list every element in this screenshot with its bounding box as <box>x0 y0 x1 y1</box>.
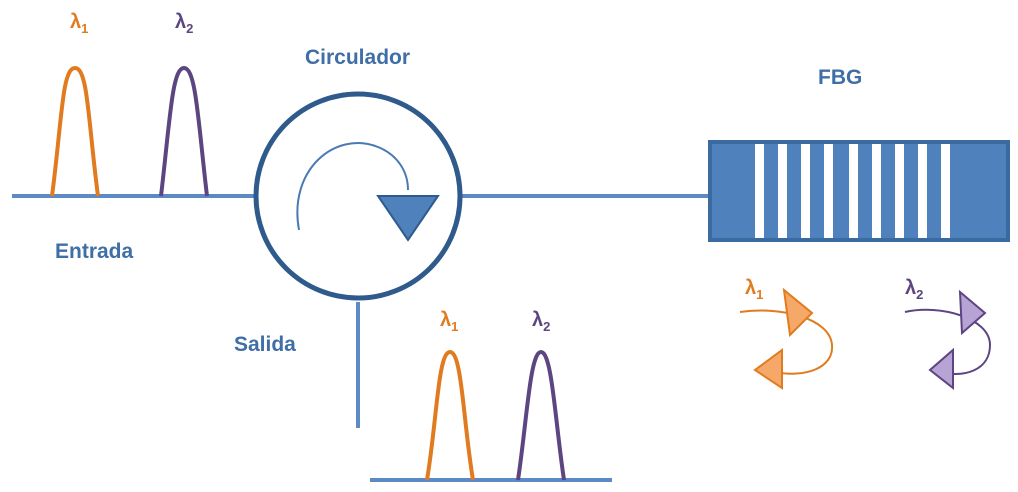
lambda2-output-label: λ2 <box>532 309 550 334</box>
back-triangle-icon <box>928 347 954 391</box>
reflection-lambda2 <box>904 289 992 391</box>
grating-line <box>872 144 881 238</box>
lambda-symbol: λ <box>532 309 543 331</box>
output-label: Salida <box>234 333 296 356</box>
circulator-body <box>253 91 463 301</box>
lambda2-input-label: λ2 <box>175 11 193 36</box>
lambda-subscript: 1 <box>756 287 763 302</box>
fiber-lines <box>12 194 712 482</box>
lambda1-input-label: λ1 <box>70 11 88 36</box>
lambda-subscript: 1 <box>81 21 88 36</box>
input-pulses <box>50 65 209 197</box>
circulator <box>253 91 463 301</box>
output-pulses <box>425 349 566 481</box>
input-pulse-lambda2 <box>159 65 209 197</box>
fbg-gratings <box>755 144 950 238</box>
circulator-label: Circulador <box>305 46 410 69</box>
reflection-arrow-icon <box>739 309 834 375</box>
triangle-arrow-icon <box>376 195 440 242</box>
fbg-label: FBG <box>818 66 862 89</box>
back-triangle-icon <box>753 348 783 390</box>
grating-line <box>824 144 833 238</box>
grating-line <box>895 144 904 238</box>
input-pulse-lambda1 <box>50 65 100 197</box>
grating-line <box>778 144 787 238</box>
lambda1-fbg-label: λ1 <box>745 277 763 302</box>
forward-triangle-icon <box>782 287 814 338</box>
grating-line <box>849 144 858 238</box>
grating-line <box>918 144 927 238</box>
grating-line <box>801 144 810 238</box>
output-pulse-lambda1 <box>425 349 475 481</box>
reflection-lambda1 <box>739 287 834 390</box>
lambda-subscript: 2 <box>186 21 193 36</box>
lambda2-fbg-label: λ2 <box>905 277 923 302</box>
lambda1-output-label: λ1 <box>440 309 458 334</box>
rotation-arrow-icon <box>296 142 409 231</box>
input-label: Entrada <box>55 240 134 263</box>
lambda-subscript: 2 <box>916 287 923 302</box>
fbg <box>708 140 1010 242</box>
lambda-symbol: λ <box>745 277 756 299</box>
output-pulse-lambda2 <box>516 349 566 481</box>
lambda-symbol: λ <box>440 309 451 331</box>
grating-line <box>755 144 764 238</box>
fbg-body <box>708 140 1010 242</box>
lambda-symbol: λ <box>175 11 186 33</box>
lambda-subscript: 1 <box>451 319 458 334</box>
lambda-subscript: 2 <box>543 319 550 334</box>
reflection-arrow-icon <box>904 308 992 375</box>
forward-triangle-icon <box>958 289 987 336</box>
lambda-symbol: λ <box>905 277 916 299</box>
lambda-symbol: λ <box>70 11 81 33</box>
grating-line <box>941 144 950 238</box>
